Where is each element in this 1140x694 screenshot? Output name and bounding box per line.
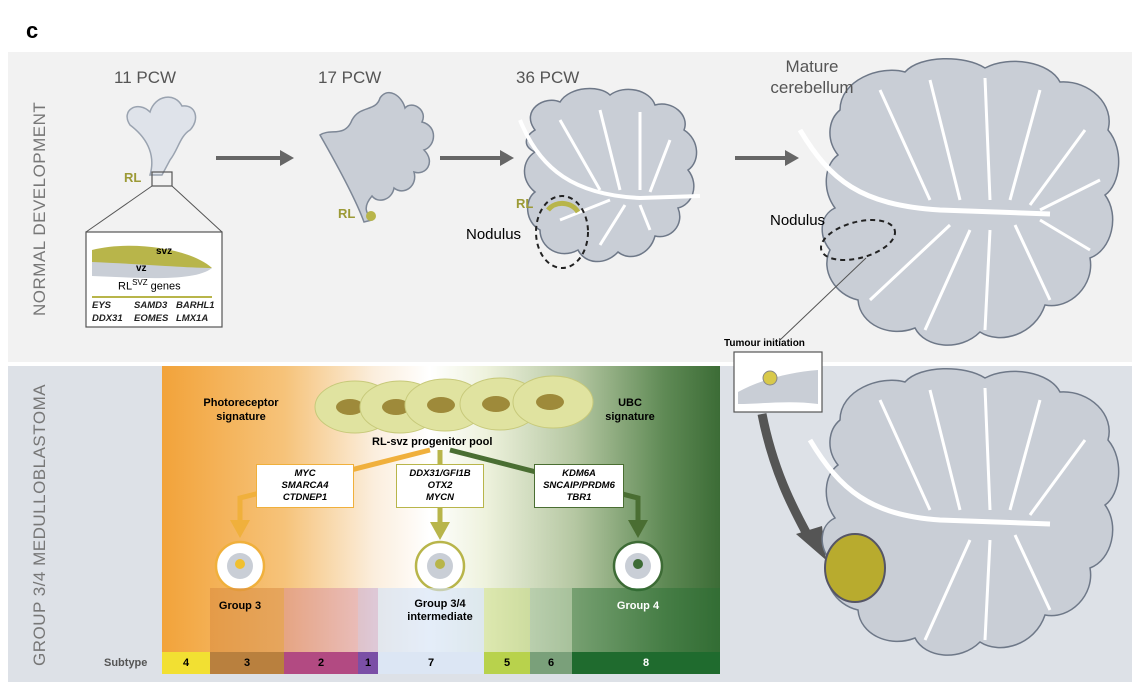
- gene-box-middle: DDX31/GFI1B OTX2 MYCN: [396, 464, 484, 508]
- gene-eomes: EOMES: [134, 313, 169, 324]
- gene-ctdnep1: CTDNEP1: [282, 492, 328, 503]
- nodulus-outline-36: [535, 195, 589, 269]
- rl-label-11: RL: [124, 170, 142, 185]
- gene-ddx31-gfi1b: DDX31/GFI1B: [409, 468, 471, 479]
- rl-label-36: RL: [516, 196, 534, 211]
- gene-myc: MYC: [294, 468, 316, 479]
- panel-label: c: [26, 18, 39, 43]
- gene-smarca4: SMARCA4: [281, 480, 329, 491]
- nodulus-label-mature: Nodulus: [770, 212, 826, 229]
- photoreceptor-signature: Photoreceptor signature: [203, 397, 279, 423]
- subtype-4: 4: [162, 652, 210, 674]
- cerebellum-17pcw: [319, 91, 435, 223]
- tumour-mass: [824, 533, 886, 603]
- side-label-medulloblastoma: GROUP 3/4 MEDULLOBLASTOMA: [30, 383, 49, 666]
- branch-left: [237, 447, 431, 522]
- gene-eys: EYS: [92, 300, 112, 311]
- svz-label: svz: [156, 246, 173, 257]
- group3-label: Group 3: [218, 600, 262, 612]
- nodulus-label-36: Nodulus: [466, 226, 522, 243]
- subtype-5: 5: [484, 652, 530, 674]
- subtype-column-7: [378, 588, 484, 652]
- embryo-11pcw: [126, 96, 197, 176]
- stage-17pcw: 17 PCW: [318, 68, 382, 87]
- nodulus-outline-mature: [820, 219, 896, 261]
- rl-label-17: RL: [338, 206, 356, 221]
- subtype-column-8: [572, 588, 720, 652]
- vz-label: vz: [136, 263, 147, 274]
- group34-line1: Group 3/4: [414, 598, 466, 610]
- side-label-normal: NORMAL DEVELOPMENT: [30, 101, 49, 316]
- stage-mature: Mature cerebellum: [770, 57, 854, 97]
- rl-svz-suffix: genes: [147, 280, 181, 293]
- rl-svz-genes-label: RLSVZ genes: [118, 278, 181, 293]
- subtype-column-5: [484, 588, 530, 652]
- gene-box-right: KDM6A SNCAIP/PRDM6 TBR1: [534, 464, 624, 508]
- subtype-label: Subtype: [104, 657, 148, 669]
- group34-line2: intermediate: [407, 611, 473, 623]
- gene-kdm6a: KDM6A: [562, 468, 596, 479]
- gene-sncaip-prdm6: SNCAIP/PRDM6: [543, 480, 615, 491]
- tumour-arrow: [757, 413, 815, 543]
- branch-right: [449, 447, 641, 522]
- subtype-column-6: [530, 588, 572, 652]
- rl-svz-sup: SVZ: [132, 278, 148, 287]
- stage-36pcw: 36 PCW: [516, 68, 580, 87]
- gene-otx2: OTX2: [427, 480, 453, 491]
- subtype-8: 8: [572, 652, 720, 674]
- subtype-column-3: [210, 588, 284, 652]
- gene-box-left: MYC SMARCA4 CTDNEP1: [256, 464, 354, 508]
- gene-ddx31: DDX31: [92, 313, 123, 324]
- progenitor-pool-label: RL-svz progenitor pool: [372, 436, 493, 448]
- cerebellum-36pcw: [518, 87, 701, 269]
- progenitor-cells: [314, 375, 594, 434]
- subtype-6: 6: [530, 652, 572, 674]
- subtype-1: 1: [358, 652, 378, 674]
- vz-band: [92, 262, 212, 279]
- subtype-column-2: [284, 588, 358, 652]
- subtype-2: 2: [284, 652, 358, 674]
- stage-11pcw: 11 PCW: [114, 68, 177, 87]
- ubc-signature: UBC signature: [605, 397, 655, 423]
- tumour-initiation-label: Tumour initiation: [724, 338, 805, 349]
- gene-barhl1: BARHL1: [176, 300, 215, 311]
- rl-svz-prefix: RL: [118, 280, 133, 293]
- group4-label: Group 4: [616, 600, 660, 612]
- cerebellum-mature: [797, 58, 1120, 346]
- gene-tbr1: TBR1: [566, 492, 592, 503]
- subtype-column-1: [358, 588, 378, 652]
- subtype-3: 3: [210, 652, 284, 674]
- gene-samd3: SAMD3: [134, 300, 168, 311]
- gene-mycn: MYCN: [426, 492, 454, 503]
- gene-lmx1a: LMX1A: [176, 313, 209, 324]
- subtype-7: 7: [378, 652, 484, 674]
- group34-label: Group 3/4 intermediate: [398, 598, 482, 624]
- zoom-square: [151, 171, 173, 187]
- cerebellum-tumour: [807, 368, 1120, 656]
